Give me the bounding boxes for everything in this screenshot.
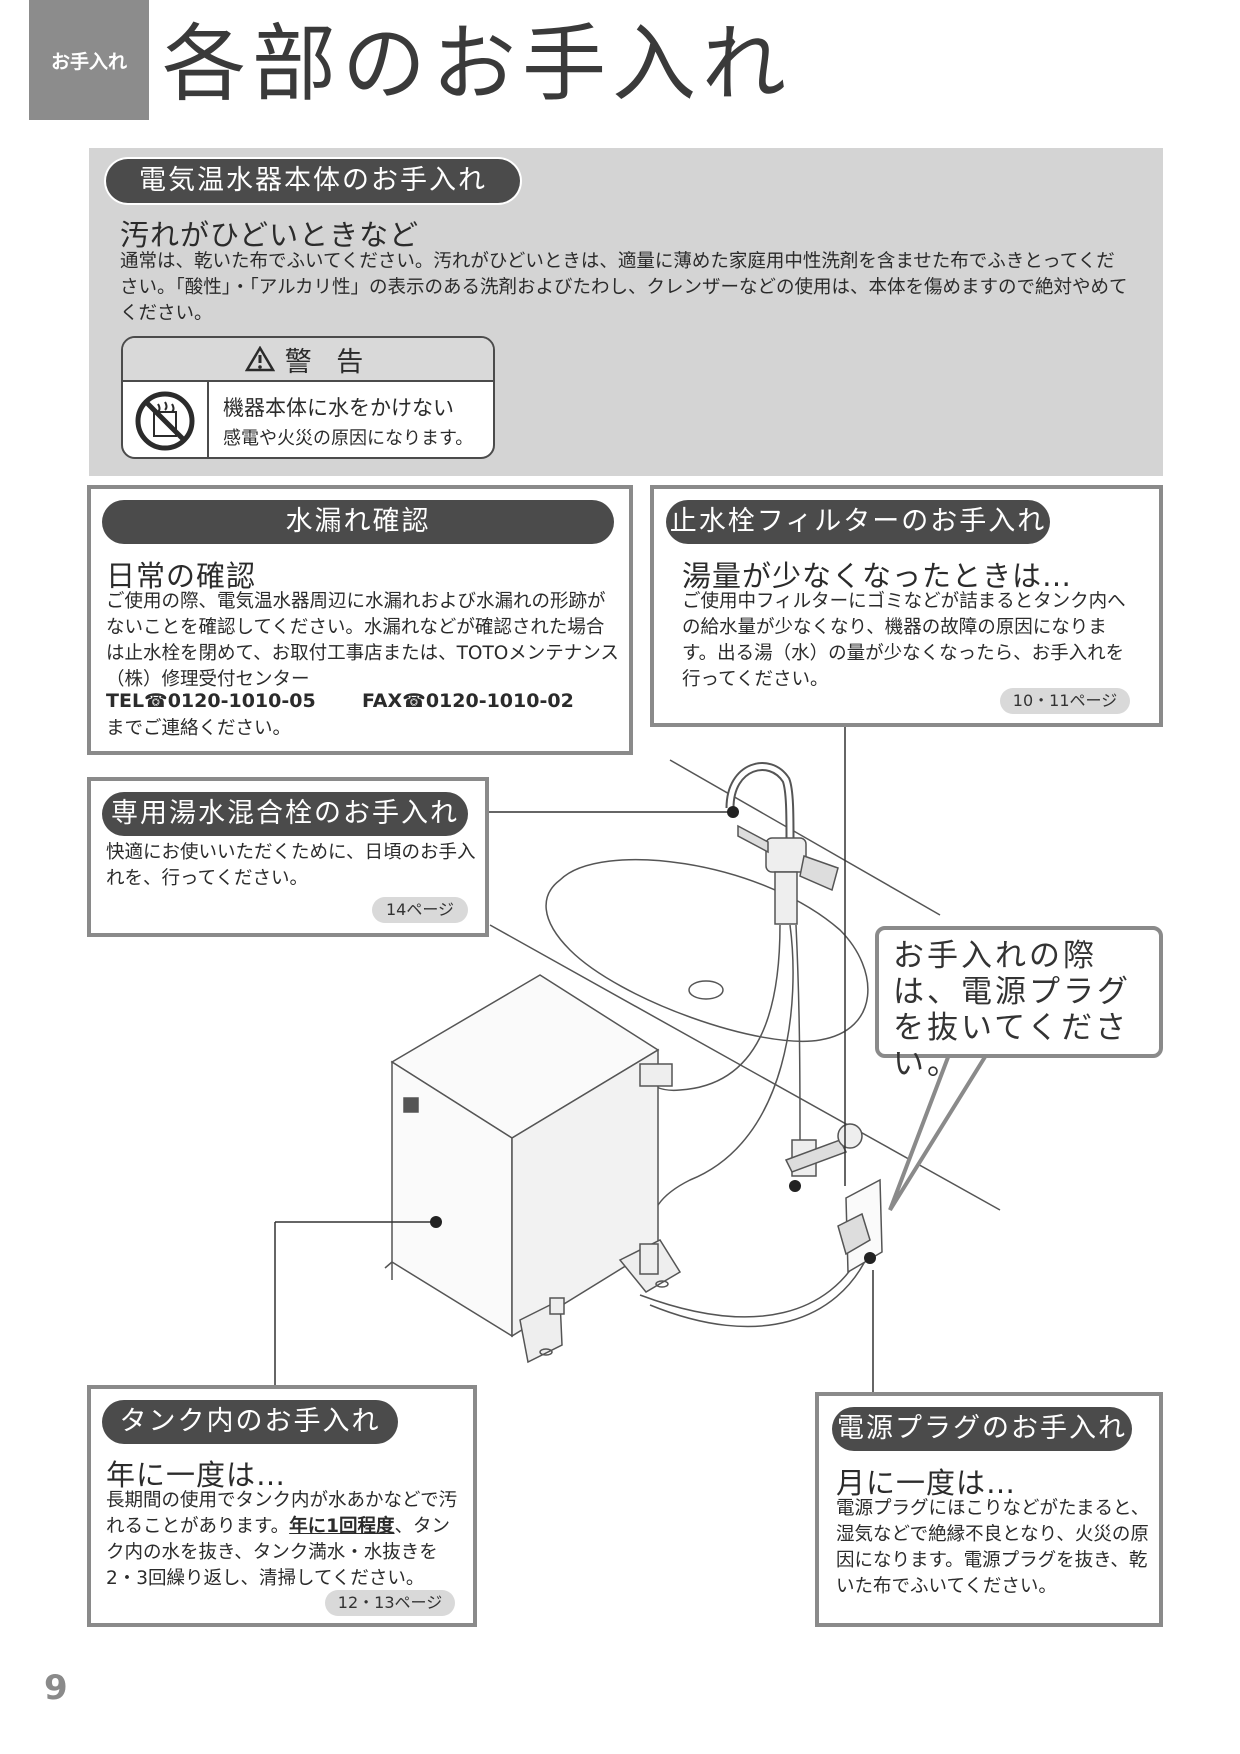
plug-label: 電源プラグのお手入れ xyxy=(832,1407,1132,1451)
tank-heading: 年に一度は… xyxy=(106,1458,287,1492)
unplug-callout: お手入れの際は、電源プラグを抜いてください。 xyxy=(875,926,1163,1082)
no-water-icon xyxy=(135,391,195,450)
leak-tel: TEL☎0120-1010-05 xyxy=(106,690,316,712)
faucet-label: 専用湯水混合栓のお手入れ xyxy=(102,792,468,836)
tank-text-b: 、タンク内の水を抜き、タンク満水・水抜きを2・3回繰り返し、清掃してください。 xyxy=(106,1516,451,1589)
warning-box: 警 告 機器本体に水をかけない 感電や火災の原因になります。 xyxy=(121,336,495,459)
filter-heading: 湯量が少なくなったときは… xyxy=(682,559,1073,593)
filter-text: ご使用中フィルターにゴミなどが詰まるとタンク内への給水量が少なくなり、機器の故障… xyxy=(682,591,1126,690)
tank-text: 長期間の使用でタンク内が水あかなどで汚れることがあります。年に1回程度、タンク内… xyxy=(106,1488,466,1592)
filter-label: 止水栓フィルターのお手入れ xyxy=(666,500,1050,544)
warning-line2: 感電や火災の原因になります。 xyxy=(223,428,474,449)
faucet-text: 快適にお使いいただくために、日頃のお手入れを、行ってください。 xyxy=(106,842,476,889)
no-water-icon-cell xyxy=(123,380,209,457)
warning-header: 警 告 xyxy=(123,338,493,382)
warning-line1: 機器本体に水をかけない xyxy=(223,396,454,420)
leak-heading: 日常の確認 xyxy=(106,559,257,593)
main-body-heading: 汚れがひどいときなど xyxy=(120,218,420,252)
page-title: 各部のお手入れ xyxy=(162,15,793,113)
faucet-page-ref[interactable]: 14ページ xyxy=(372,897,468,923)
leak-label: 水漏れ確認 xyxy=(102,500,614,544)
tank-page-ref[interactable]: 12・13ページ xyxy=(325,1590,455,1616)
tank-label: タンク内のお手入れ xyxy=(102,1400,398,1444)
page-number: 9 xyxy=(44,1668,68,1708)
main-body-text: 通常は、乾いた布でふいてください。汚れがひどいときは、適量に薄めた家庭用中性洗剤… xyxy=(120,251,1128,324)
main-body-label: 電気温水器本体のお手入れ xyxy=(106,159,520,203)
tank-text-bold: 年に1回程度 xyxy=(289,1516,395,1537)
leak-text: ご使用の際、電気温水器周辺に水漏れおよび水漏れの形跡がないことを確認してください… xyxy=(106,591,619,690)
section-tab: お手入れ xyxy=(29,0,149,120)
tank-text-a: 長期間の使用でタンク内が水あかなどで汚れることがあります。 xyxy=(106,1490,458,1537)
leak-text-end: までご連絡ください。 xyxy=(106,718,292,739)
plug-heading: 月に一度は… xyxy=(836,1466,1017,1500)
plug-text: 電源プラグにほこりなどがたまると、湿気などで絶縁不良となり、火災の原因になります… xyxy=(836,1498,1150,1597)
leak-fax: FAX☎0120-1010-02 xyxy=(362,690,574,712)
filter-page-ref[interactable]: 10・11ページ xyxy=(1000,688,1130,714)
warning-triangle-icon xyxy=(244,346,275,372)
warning-title: 警 告 xyxy=(284,346,372,378)
